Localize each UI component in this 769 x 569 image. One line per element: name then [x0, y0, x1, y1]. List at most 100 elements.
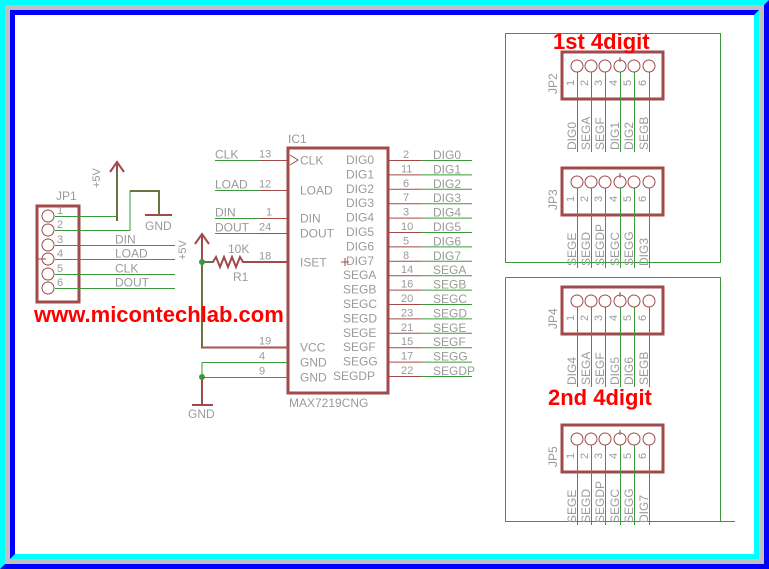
ic-pin-name: SEGG — [343, 355, 378, 369]
ic1-label: IC1 — [288, 132, 307, 146]
connector-pin-number: 2 — [579, 196, 591, 202]
ic-pin-name: DIG0 — [346, 153, 374, 167]
connector-pin-number: 5 — [622, 315, 634, 321]
connector-pin-number: 1 — [565, 453, 577, 459]
ic-pin-name: SEGD — [343, 311, 377, 325]
connector-pin-number: 3 — [593, 80, 605, 86]
ic-pin-number: 12 — [259, 179, 271, 191]
ic-pin-name: SEGC — [343, 297, 377, 311]
ic-pin-name: LOAD — [300, 184, 333, 198]
connector-pin-number: 2 — [579, 453, 591, 459]
connector-pin-number: 4 — [608, 453, 620, 459]
ic-right-signal: SEGDP — [433, 364, 475, 378]
connector-pad — [642, 432, 656, 446]
ic-right-signal: SEGB — [433, 278, 466, 292]
connector-pin-number: 2 — [579, 315, 591, 321]
connector-pin-number: 6 — [637, 196, 649, 202]
connector-signal-label: SEGG — [622, 231, 636, 266]
ic-pin-name: SEGE — [343, 326, 376, 340]
svg-text:+5V: +5V — [177, 239, 189, 260]
connector-signal-label: SEGC — [608, 489, 622, 523]
ic-pin-name: DIG5 — [346, 225, 374, 239]
ic-right-signal: DIG7 — [433, 249, 461, 263]
ic-pin-number: 20 — [401, 293, 413, 305]
ic-right-signal: DIG1 — [433, 162, 461, 176]
ic-pin-name: CLK — [300, 154, 323, 168]
ic-pin-number: 22 — [401, 365, 413, 377]
connector-pad — [598, 432, 612, 446]
connector-pin-number: 3 — [593, 315, 605, 321]
ic1-body — [286, 146, 390, 395]
connector-pad — [570, 59, 584, 73]
jp1-pin-number: 1 — [57, 205, 63, 217]
connector-pin-number: 2 — [579, 80, 591, 86]
ic-right-signal: DIG6 — [433, 234, 461, 248]
ic-pin-name: SEGB — [343, 283, 376, 297]
ic-pin-number: 10 — [401, 221, 413, 233]
connector-pad — [584, 175, 598, 189]
connector-pin-number: 5 — [622, 453, 634, 459]
ic-pin-number: 21 — [401, 322, 413, 334]
ic1-part-number: MAX7219CNG — [289, 396, 368, 410]
ic-pin-name: DIG3 — [346, 196, 374, 210]
ic-pin-name: SEGF — [343, 340, 376, 354]
connector-pin-number: 6 — [637, 315, 649, 321]
connector-signal-label: SEGDP — [593, 224, 607, 266]
connector-signal-label: SEGG — [622, 488, 636, 523]
ic-pin-name: DIG2 — [346, 182, 374, 196]
connector-pin-number: 1 — [565, 80, 577, 86]
connector-pad — [570, 294, 584, 308]
connector-pad — [642, 294, 656, 308]
connector-signal-label: DIG3 — [637, 238, 651, 266]
second-group-title: 2nd 4digit — [548, 385, 653, 410]
jp1-pin-number: 2 — [57, 219, 63, 231]
ic-left-signal: DIN — [215, 206, 236, 220]
r1-label: R1 — [233, 270, 249, 284]
connector-pad — [642, 59, 656, 73]
connector-pad — [627, 59, 641, 73]
connector-signal-label: SEGD — [579, 232, 593, 266]
ic-pin-name: DIG4 — [346, 211, 374, 225]
ic-right-signal: SEGG — [433, 350, 468, 364]
ic-right-signal: DIG2 — [433, 177, 461, 191]
connector-pad — [598, 59, 612, 73]
window-frame-mid — [5, 5, 764, 564]
connector-pad — [584, 294, 598, 308]
ic-pin-number: 3 — [403, 207, 409, 219]
r1-value: 10K — [228, 242, 249, 256]
ic-pin-name: ISET — [300, 256, 327, 270]
ground-symbol: GND — [130, 190, 172, 233]
connector-label: JP2 — [546, 73, 560, 94]
second-group-frame — [505, 277, 735, 522]
connector-pin-number: 6 — [637, 453, 649, 459]
jp1-pad — [41, 238, 55, 252]
connector-label: JP5 — [546, 446, 560, 467]
ic-pin-number: 15 — [401, 336, 413, 348]
connector-signal-label: SEGD — [579, 489, 593, 523]
connector-signal-label: SEGA — [579, 117, 593, 150]
jp1-pad — [41, 223, 55, 237]
ic-left-signal: CLK — [215, 148, 238, 162]
connector-signal-label: SEGB — [637, 117, 651, 150]
ic-pin-number: 4 — [259, 351, 265, 363]
ic-pin-name: VCC — [300, 341, 326, 355]
ic-pin-number: 1 — [266, 207, 272, 219]
ground-symbol-ic: GND — [188, 362, 288, 421]
first-group-title: 1st 4digit — [553, 29, 650, 54]
ic-pin-number: 13 — [259, 149, 271, 161]
ic-pin-name: GND — [300, 356, 327, 370]
ic-pin-name: DIG1 — [346, 167, 374, 181]
connector-pad — [627, 294, 641, 308]
ic-pin-number: 16 — [401, 279, 413, 291]
ic-left-signal: DOUT — [215, 221, 250, 235]
connector-signal-label: DIG1 — [608, 122, 622, 150]
connector-signal-label: SEGC — [608, 232, 622, 266]
connector-pad — [627, 432, 641, 446]
jp1-label: JP1 — [56, 189, 77, 203]
connector-pad — [584, 432, 598, 446]
ic-right-signal: SEGE — [433, 321, 466, 335]
